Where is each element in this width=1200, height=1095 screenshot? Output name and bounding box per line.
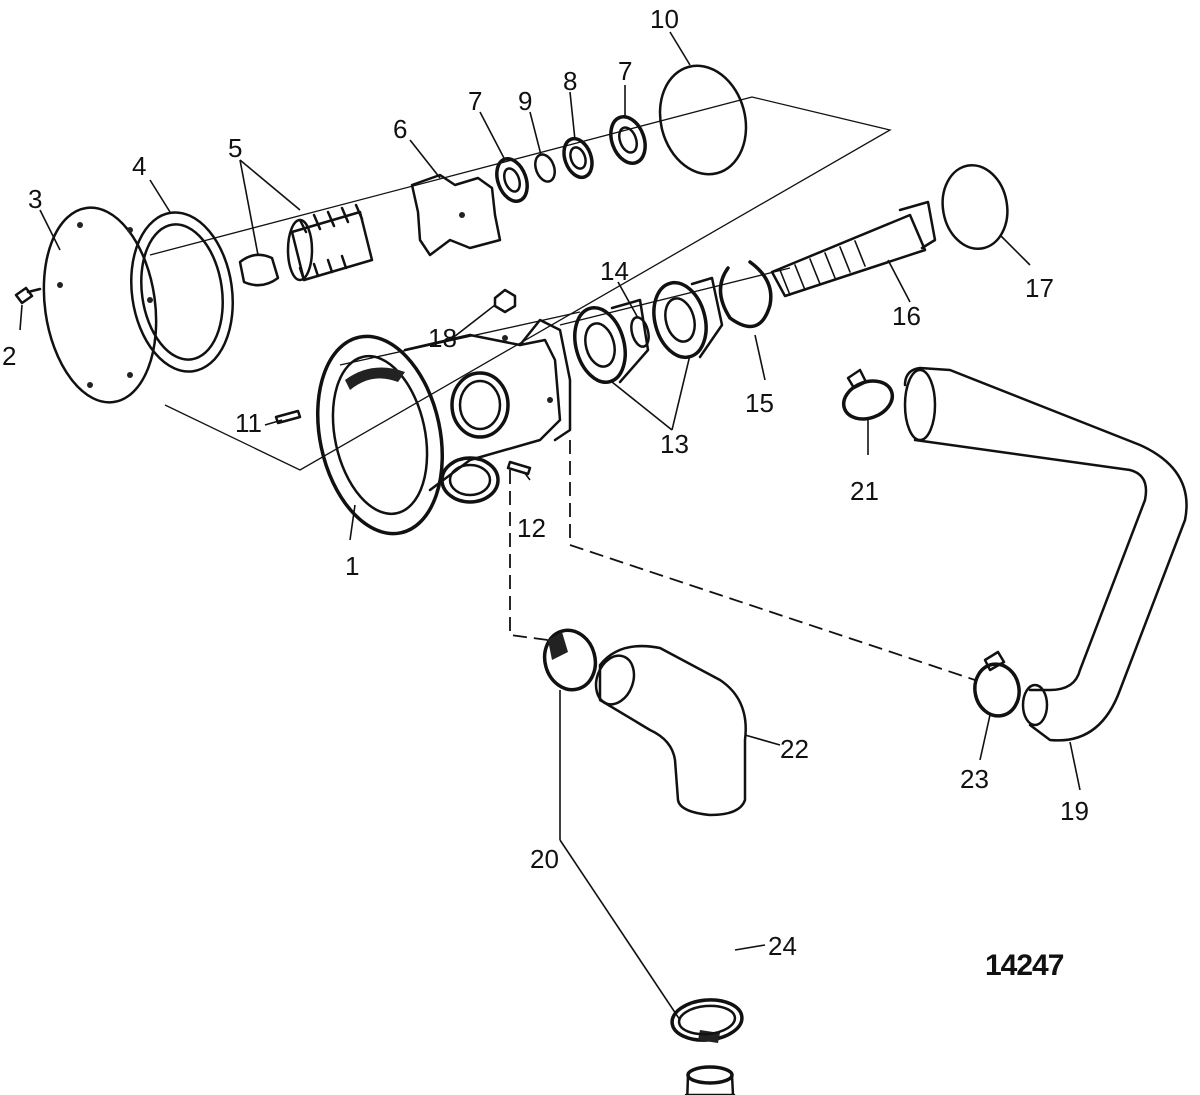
callout-15: 15 (745, 388, 774, 418)
callout-labels: 1 2 3 4 5 6 7 9 8 7 10 11 12 13 14 15 16… (2, 4, 1089, 961)
callout-14: 14 (600, 256, 629, 286)
callout-20: 20 (530, 844, 559, 874)
part-21-clamp (841, 368, 895, 421)
callout-6: 6 (393, 114, 407, 144)
part-16-shaft (770, 200, 937, 298)
callout-17: 17 (1025, 273, 1054, 303)
callout-24: 24 (768, 931, 797, 961)
part-14-spacer (630, 316, 650, 348)
callout-21: 21 (850, 476, 879, 506)
callout-23: 23 (960, 764, 989, 794)
callout-18: 18 (428, 323, 457, 353)
part-5-impeller (238, 203, 374, 287)
part-20-clamps (542, 628, 744, 1043)
part-24-fitting (684, 1065, 736, 1095)
callout-4: 4 (132, 151, 146, 181)
part-6-wear-plate (410, 173, 502, 257)
part-22-elbow-hose (594, 644, 747, 817)
callout-5: 5 (228, 133, 242, 163)
callout-13: 13 (660, 429, 689, 459)
callout-2: 2 (2, 341, 16, 371)
part-13-bearings (573, 276, 724, 384)
callout-11: 11 (235, 408, 262, 438)
figure-id: 14247 (985, 949, 1064, 982)
part-15-snap-ring (718, 260, 773, 329)
callout-19: 19 (1060, 796, 1089, 826)
callout-22: 22 (780, 734, 809, 764)
assembly-guide-lines (149, 96, 976, 681)
callout-3: 3 (28, 184, 42, 214)
callout-7a: 7 (468, 86, 482, 116)
callout-12: 12 (517, 513, 546, 543)
part-18-nut (493, 288, 517, 314)
callout-9: 9 (518, 86, 532, 116)
callout-1: 1 (345, 551, 359, 581)
part-1-pump-body (315, 318, 572, 536)
part-23-clamp (973, 650, 1021, 718)
part-12-screw (506, 460, 532, 476)
part-4-gasket (130, 211, 234, 373)
callout-7b: 7 (618, 56, 632, 86)
callout-10: 10 (650, 4, 679, 34)
part-2-screw (14, 286, 42, 305)
part-3-cover-plate (42, 206, 158, 404)
part-7-seal-a (495, 157, 529, 203)
part-8-seal (562, 136, 594, 180)
part-19-hose (903, 366, 1188, 742)
callout-8: 8 (563, 66, 577, 96)
leader-lines (19, 31, 1081, 1021)
part-9-ring (534, 153, 556, 183)
part-17-ring (941, 164, 1009, 250)
callout-16: 16 (892, 301, 921, 331)
part-7-seal-b (609, 115, 647, 165)
part-10-o-ring (658, 64, 748, 176)
